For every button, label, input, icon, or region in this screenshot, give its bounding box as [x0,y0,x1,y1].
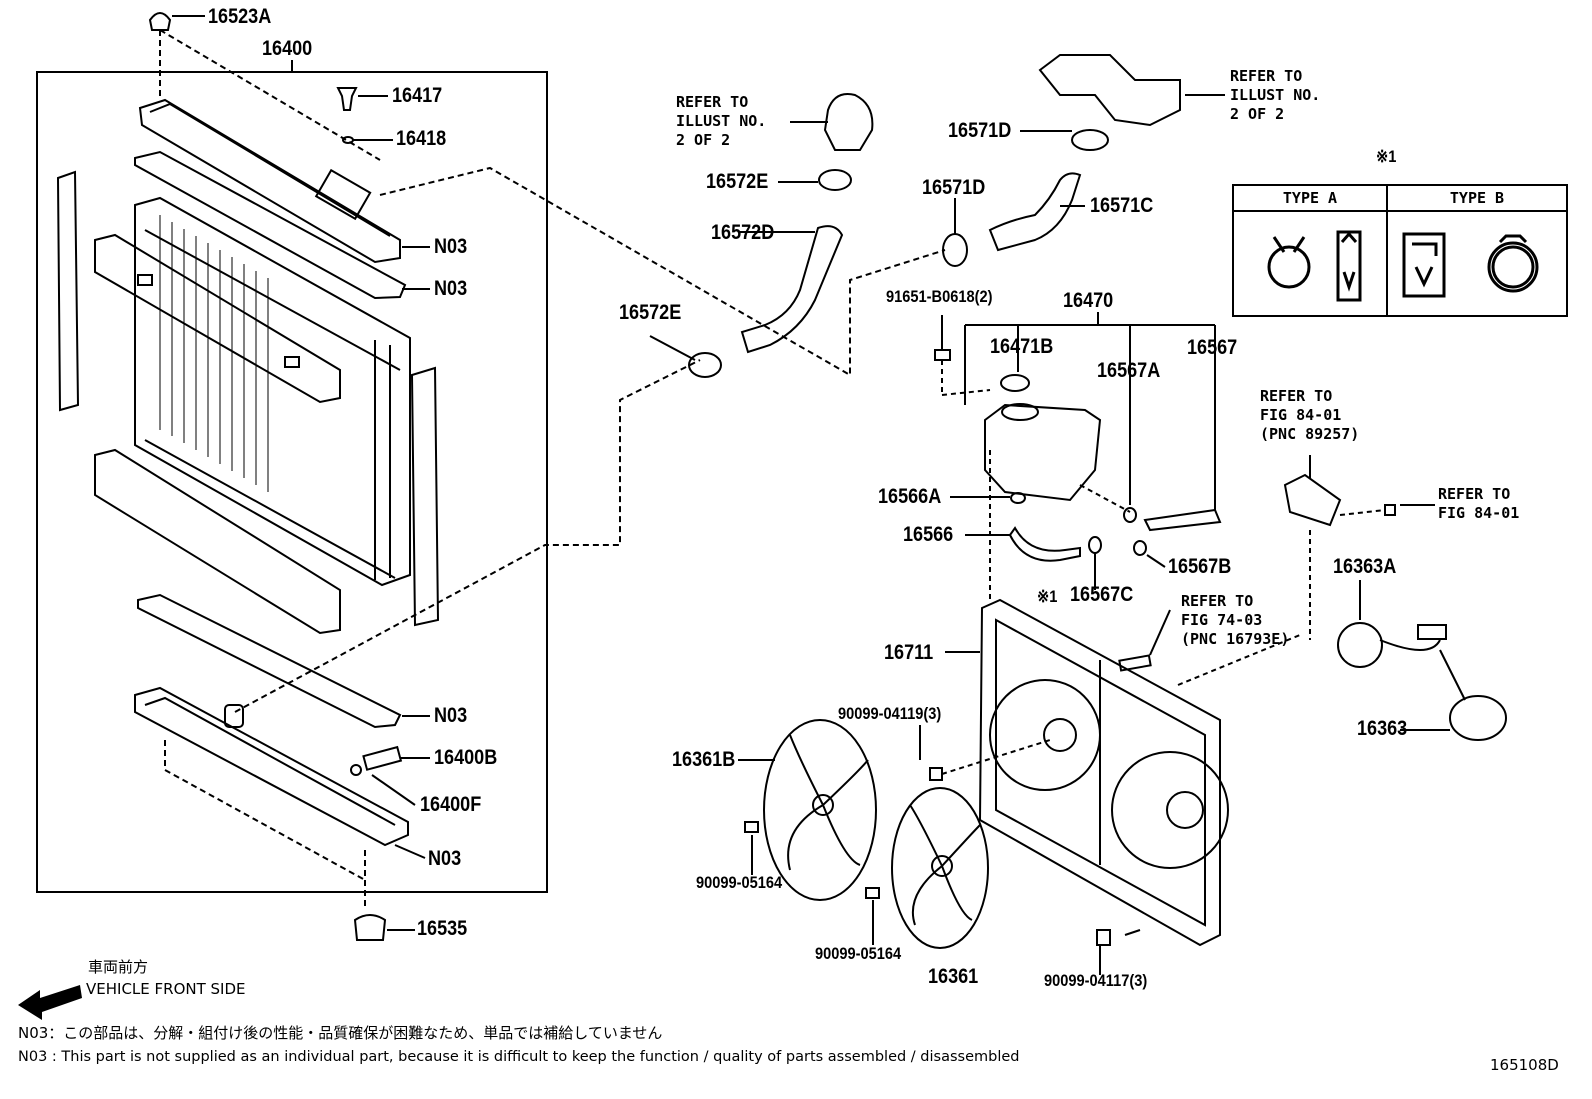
refer-note-water-outlet[interactable]: REFER TO ILLUST NO. 2 OF 2 [1230,67,1321,123]
part-label-16417: 16417 [392,84,443,107]
direction-label-jp: 車両前方 [88,958,149,976]
refer-note-fig74[interactable]: REFER TO FIG 74-03 (PNC 16793E) [1181,592,1290,648]
part-label-16566a: 16566A [878,485,942,508]
part-label-90099-05164: 90099-05164 [815,944,902,963]
part-label-16711: 16711 [884,641,934,664]
part-label-16471b: 16471B [990,335,1054,358]
part-label-16571c: 16571C [1090,194,1154,217]
part-label-16361b: 16361B [672,748,736,771]
lower-gasket [137,593,402,729]
part-label-16363: 16363 [1357,717,1408,740]
upper-gasket [134,150,407,300]
part-label-n03: N03 [434,235,468,258]
spring-clamp-icon [1267,230,1362,302]
part-label-16567c: 16567C [1070,583,1134,606]
clamp-type-a-cell: TYPE A [1234,186,1388,315]
part-label-16400f: 16400F [420,793,482,816]
clamp-type-mark: ※1 [1037,587,1058,606]
part-label-16571d: 16571D [948,119,1012,142]
part-label-16567a: 16567A [1097,359,1161,382]
part-label-16361: 16361 [928,965,979,988]
upper-tank [138,98,401,264]
part-label-16572e: 16572E [619,301,682,324]
refer-note-thermostat[interactable]: REFER TO ILLUST NO. 2 OF 2 [676,93,767,149]
part-label-16363a: 16363A [1333,555,1397,578]
part-label-16523a: 16523A [208,5,272,28]
left-side-seal [56,170,80,412]
part-label-91651: 91651-B0618(2) [886,287,993,306]
part-label-16566: 16566 [903,523,954,546]
refer-note-fig84[interactable]: REFER TO FIG 84-01 [1438,485,1520,522]
part-label-16567b: 16567B [1168,555,1232,578]
upper-baffle [94,233,341,404]
clamp-type-b-cell: TYPE B [1388,186,1566,315]
figure-id: 165108D [1490,1056,1559,1074]
direction-label-en: VEHICLE FRONT SIDE [86,980,246,998]
fan-16361 [891,787,989,949]
fan-16361b [763,719,877,901]
band-clamp-icon [1402,232,1539,298]
radiator-core [134,196,411,587]
part-label-16400: 16400 [262,37,313,60]
n03-note-en: N03 : This part is not supplied as an in… [18,1049,1020,1065]
clamp-type-a-label: TYPE A [1234,186,1386,212]
part-label-16470: 16470 [1063,289,1114,312]
hose-16572d [740,225,844,354]
part-label-16535: 16535 [417,917,468,940]
fan-shroud [978,598,1221,947]
part-label-n03: N03 [434,704,468,727]
n03-note-jp: N03：この部品は、分解・組付け後の性能・品質確保が困難なため、単品では補給して… [18,1024,663,1042]
clamp-type-b-label: TYPE B [1388,186,1566,212]
part-label-90099-04117: 90099-04117(3) [1044,971,1148,990]
lower-baffle [94,448,341,635]
part-label-90099-05164: 90099-05164 [696,873,783,892]
right-side-seal [410,366,440,627]
part-label-16572e: 16572E [706,170,769,193]
part-label-16400b: 16400B [434,746,498,769]
hose-16571c [988,172,1082,252]
part-label-16418: 16418 [396,127,447,150]
part-label-16567: 16567 [1187,336,1238,359]
part-label-16572d: 16572D [711,221,775,244]
clamp-type-mark: ※1 [1376,147,1397,166]
refer-note-fig84-pnc89257[interactable]: REFER TO FIG 84-01 (PNC 89257) [1260,387,1360,443]
part-label-n03: N03 [428,847,462,870]
vehicle-front-arrow [18,985,82,1020]
part-label-90099-04119: 90099-04119(3) [838,704,942,723]
clamp-type-legend: TYPE A TYPE B [1232,184,1568,317]
part-label-n03: N03 [434,277,468,300]
part-label-16571d: 16571D [922,176,986,199]
lower-tank [134,686,409,847]
